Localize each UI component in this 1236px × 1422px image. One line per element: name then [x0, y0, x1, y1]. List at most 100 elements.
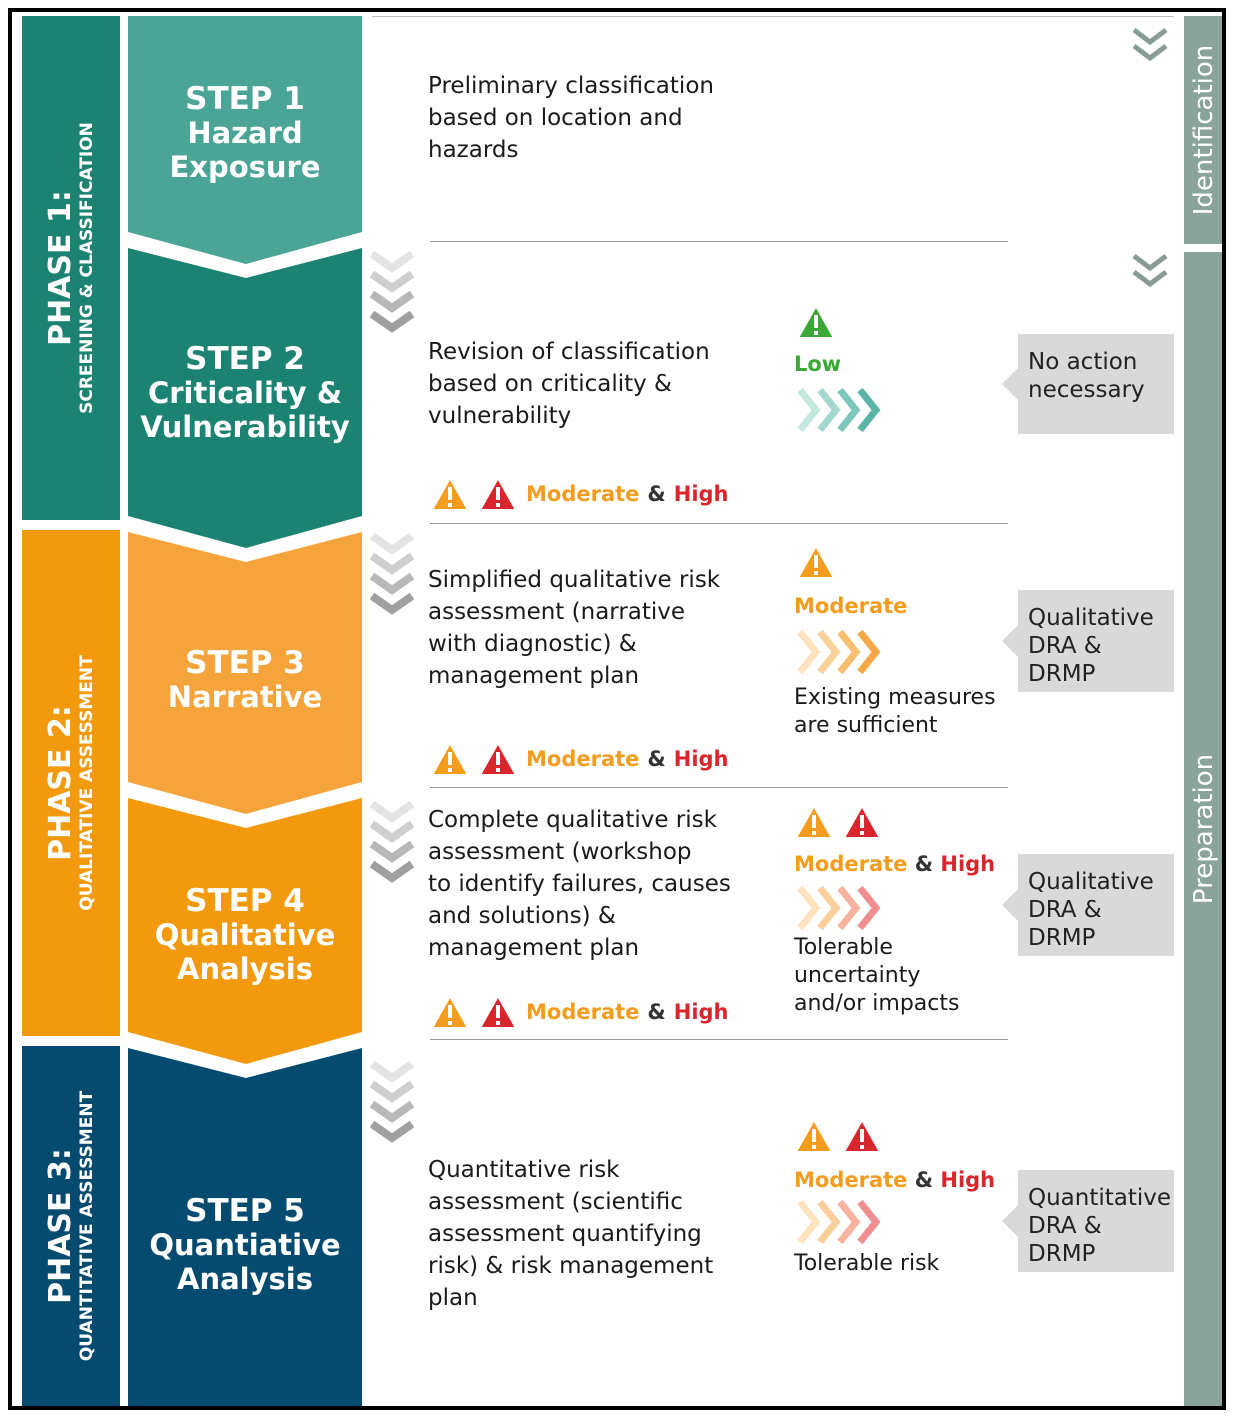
step-2-label: STEP 2 Criticality & Vulnerability	[128, 342, 362, 444]
moderate-label: Moderate	[794, 1168, 908, 1192]
outcome-box-1: No action necessary	[1018, 334, 1174, 434]
step-1-name-1: Hazard	[187, 116, 303, 150]
phase-2-band: PHASE 2: QUALITATIVE ASSESSMENT	[22, 530, 120, 1036]
identification-bar: Identification	[1184, 16, 1222, 244]
description-line: to identify failures, causes	[428, 871, 731, 897]
outcome-box-2: Qualitative DRA & DRMP	[1018, 590, 1174, 692]
step-chevrons	[128, 16, 362, 1406]
step-4-description: Complete qualitative risk assessment (wo…	[428, 804, 731, 964]
phase-1-subtitle: SCREENING & CLASSIFICATION	[77, 122, 97, 414]
outcome-line: DRA &	[1028, 897, 1102, 923]
step-5-label: STEP 5 Quantiative Analysis	[128, 1194, 362, 1296]
step-1-name-2: Exposure	[169, 150, 321, 184]
result-line: Existing measures	[794, 685, 996, 710]
ampersand: &	[647, 747, 666, 771]
outcome-line: Quantitative	[1028, 1185, 1172, 1211]
divider-2	[430, 523, 1008, 524]
outcome-box-4: Quantitative DRA & DRMP	[1018, 1170, 1174, 1272]
warning-moderate-icon	[430, 476, 470, 511]
description-line: management plan	[428, 663, 640, 689]
ampersand: &	[914, 1168, 934, 1192]
step-4-number: STEP 4	[185, 883, 305, 919]
phase-3-title: PHASE 3:	[43, 1148, 78, 1304]
warning-high-icon	[478, 994, 518, 1029]
description-line: assessment (narrative	[428, 599, 686, 625]
step-2-description: Revision of classification based on crit…	[428, 336, 710, 432]
moderate-high-result: Moderate & High	[794, 1168, 995, 1192]
right-chevrons-icon	[797, 1199, 881, 1245]
ampersand: &	[647, 1000, 666, 1024]
step-1-shape	[128, 16, 362, 264]
bottom-divider	[372, 1406, 1174, 1407]
phase-2-subtitle: QUALITATIVE ASSESSMENT	[77, 655, 97, 911]
top-divider	[372, 16, 1174, 17]
step-2-number: STEP 2	[185, 341, 305, 377]
description-line: based on criticality &	[428, 371, 672, 397]
description-line: Preliminary classification	[428, 73, 714, 99]
diagram-frame: PHASE 1: SCREENING & CLASSIFICATION PHAS…	[8, 8, 1226, 1410]
right-chevrons-icon	[797, 629, 881, 675]
step-1-label: STEP 1 Hazard Exposure	[128, 82, 362, 184]
preparation-label: Preparation	[1189, 753, 1219, 905]
step-3-name-1: Narrative	[167, 680, 323, 714]
right-chevrons-icon	[797, 885, 881, 931]
description-line: with diagnostic) &	[428, 631, 637, 657]
outcome-line: No action	[1028, 349, 1138, 375]
description-line: vulnerability	[428, 403, 572, 429]
ampersand: &	[647, 482, 666, 506]
warning-low-icon	[796, 304, 836, 339]
description-line: assessment (workshop	[428, 839, 692, 865]
warning-moderate-icon	[794, 804, 834, 839]
step-1-description: Preliminary classification based on loca…	[428, 70, 714, 166]
double-chevron-down-icon	[1132, 28, 1168, 62]
step-3-shape	[128, 532, 362, 814]
result-line: uncertainty	[794, 963, 921, 988]
step-2-shape	[128, 248, 362, 548]
step-3-description: Simplified qualitative risk assessment (…	[428, 564, 720, 692]
high-label: High	[940, 1168, 996, 1192]
high-label: High	[940, 852, 996, 876]
down-chevrons-icon	[369, 532, 415, 615]
step-5-shape	[128, 1048, 362, 1406]
warning-moderate-icon	[430, 994, 470, 1029]
step-4-name-2: Analysis	[177, 952, 313, 986]
down-chevrons-icon	[369, 1060, 415, 1143]
warning-high-icon	[842, 1118, 882, 1153]
warning-moderate-icon	[430, 741, 470, 776]
description-line: Revision of classification	[428, 339, 710, 365]
high-label: High	[673, 1000, 729, 1024]
step-3-label: STEP 3 Narrative	[128, 646, 362, 714]
low-label: Low	[794, 352, 842, 376]
moderate-high-row: Moderate & High	[430, 476, 729, 512]
description-line: management plan	[428, 935, 640, 961]
high-label: High	[673, 482, 729, 506]
moderate-label: Moderate	[794, 594, 908, 618]
warning-high-icon	[478, 476, 518, 511]
description-line: Simplified qualitative risk	[428, 567, 721, 593]
description-line: and solutions) &	[428, 903, 616, 929]
divider-3	[430, 787, 1008, 788]
description-line: Complete qualitative risk	[428, 807, 717, 833]
ampersand: &	[914, 852, 934, 876]
outcome-line: Qualitative	[1028, 869, 1154, 895]
warning-high-icon	[842, 804, 882, 839]
outcome-line: DRA &	[1028, 633, 1102, 659]
description-line: based on location and	[428, 105, 683, 131]
description-line: risk) & risk management	[428, 1253, 714, 1279]
identification-label: Identification	[1189, 44, 1219, 216]
moderate-high-result: Moderate & High	[794, 852, 995, 876]
warning-high-icon	[478, 741, 518, 776]
outcome-line: DRMP	[1028, 661, 1096, 687]
step-2-name-2: Vulnerability	[140, 410, 350, 444]
warning-moderate-icon	[794, 1118, 834, 1153]
phase-3-band: PHASE 3: QUANTITATIVE ASSESSMENT	[22, 1046, 120, 1406]
description-line: Quantitative risk	[428, 1157, 620, 1183]
result-text-step-5: Tolerable risk	[794, 1250, 939, 1278]
outcome-line: DRMP	[1028, 925, 1096, 951]
right-chevrons-icon	[797, 387, 881, 433]
moderate-label: Moderate	[526, 482, 640, 506]
step-5-name-2: Analysis	[177, 1262, 313, 1296]
preparation-bar: Preparation	[1184, 252, 1222, 1406]
down-chevrons-icon	[369, 250, 415, 333]
outcome-box-3: Qualitative DRA & DRMP	[1018, 854, 1174, 956]
